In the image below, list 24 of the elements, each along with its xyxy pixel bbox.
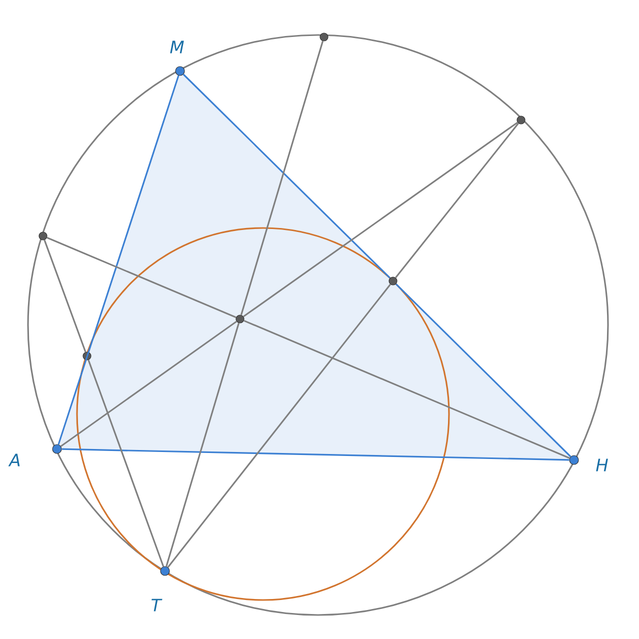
line-segment: [62, 448, 570, 461]
point: [236, 314, 244, 324]
point: [82, 352, 92, 360]
line-segment: [396, 283, 572, 458]
line-segment: [46, 236, 236, 318]
point: [388, 276, 398, 286]
line-segment: [243, 122, 518, 318]
point: [38, 232, 48, 240]
line-segment: [182, 74, 390, 279]
line-segment: [395, 122, 519, 278]
line-segment: [167, 284, 391, 568]
line-segment: [88, 360, 164, 567]
point-label: T: [152, 598, 162, 612]
point: [516, 116, 526, 124]
line-segment: [58, 75, 180, 445]
point: [320, 32, 328, 42]
line-segment: [60, 320, 237, 447]
point-label: M: [170, 40, 184, 54]
line-segment: [44, 240, 86, 352]
line-segment: [244, 320, 570, 459]
line-segment: [240, 40, 324, 316]
line-segment: [166, 322, 240, 567]
point-label: H: [596, 458, 608, 472]
point-label: A: [8, 454, 20, 466]
